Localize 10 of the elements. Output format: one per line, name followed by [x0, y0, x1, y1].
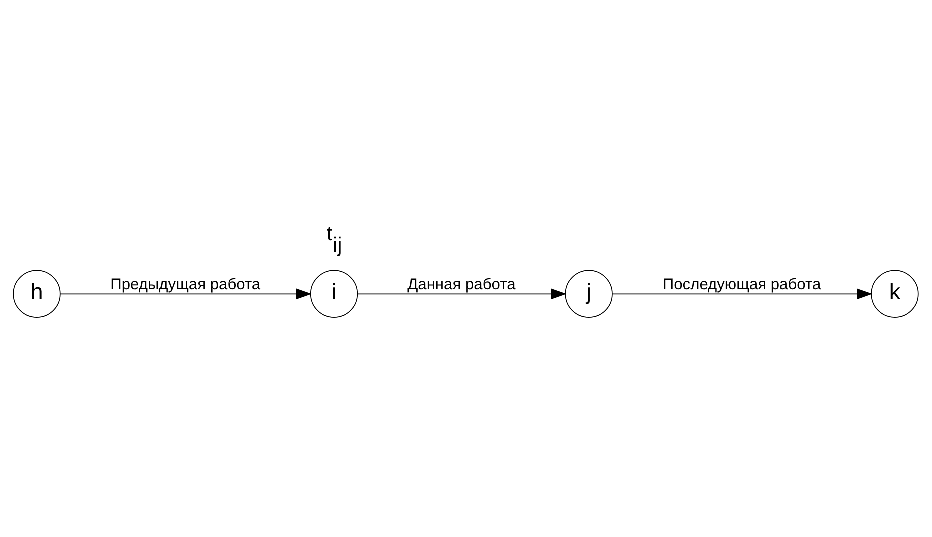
edge-label: Данная работа — [408, 276, 516, 293]
arrow — [612, 288, 873, 300]
node-circle: k — [871, 270, 919, 318]
arrow — [60, 288, 312, 300]
arrow — [357, 288, 567, 300]
node-circle: h — [13, 270, 61, 318]
node-circle: i — [310, 270, 358, 318]
node-circle: j — [565, 270, 613, 318]
edge-label: Последующая работа — [662, 276, 822, 293]
edge-label: Предыдущая работа — [110, 276, 261, 293]
